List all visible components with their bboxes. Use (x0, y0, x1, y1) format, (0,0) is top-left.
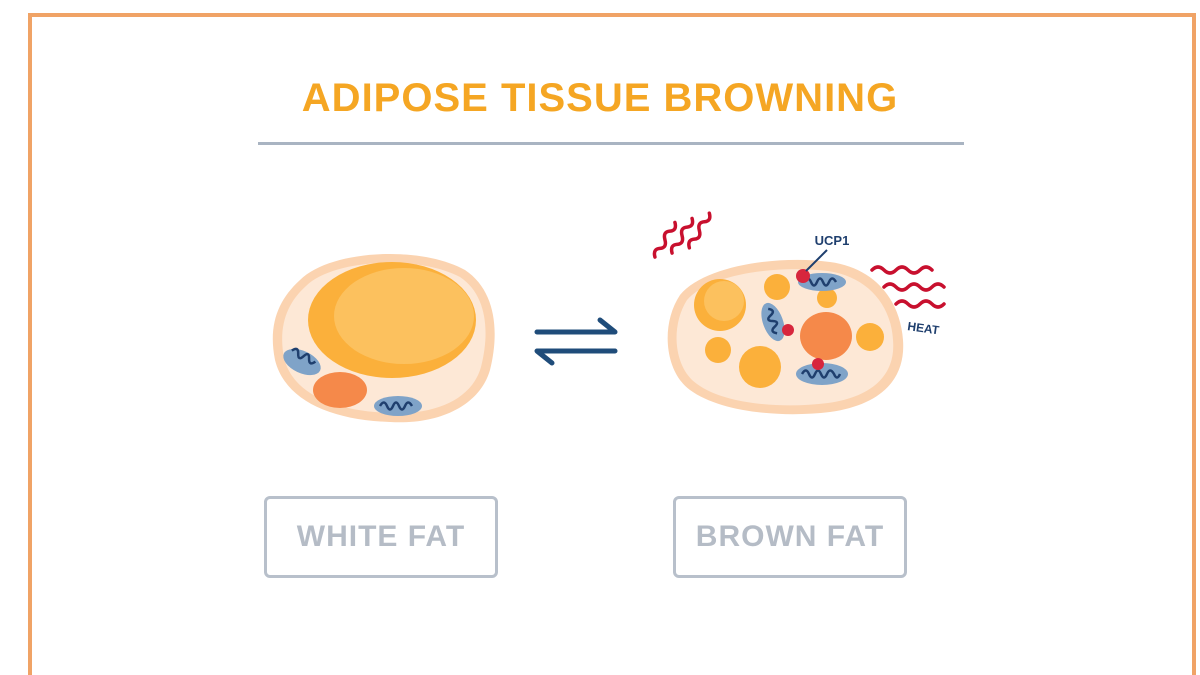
heat-wave-icon (870, 265, 946, 309)
heat-wave-icon (652, 211, 712, 259)
ucp1-callout: UCP1 (805, 233, 850, 272)
white-nucleus (313, 372, 367, 408)
heat-label: HEAT (907, 319, 941, 337)
white-fat-label: WHITE FAT (264, 496, 498, 578)
brown-lipid-droplet (856, 323, 884, 351)
outer-frame (28, 13, 1196, 675)
brown-lipid-highlight (704, 281, 744, 321)
mitochondrion-icon (761, 302, 785, 342)
page-title: ADIPOSE TISSUE BROWNING (301, 76, 899, 120)
title-divider (258, 142, 964, 145)
mitochondrion-icon (796, 363, 848, 385)
ucp1-protein (812, 358, 824, 370)
ucp1-protein (782, 324, 794, 336)
mitochondrion-icon (374, 396, 422, 416)
white-fat-cell (272, 253, 495, 423)
ucp1-label: UCP1 (815, 233, 850, 248)
brown-fat-cell (667, 259, 904, 415)
mitochondrion-icon (283, 347, 321, 376)
mitochondrion-icon (798, 273, 846, 291)
brown-lipid-droplet (739, 346, 781, 388)
brown-lipid-droplet (705, 337, 731, 363)
brown-lipid-droplet (764, 274, 790, 300)
ucp1-protein (796, 269, 810, 283)
brown-fat-label: BROWN FAT (673, 496, 907, 578)
reversible-arrows-icon (534, 317, 618, 366)
brown-lipid-droplet (817, 288, 837, 308)
white-lipid-highlight (334, 268, 474, 364)
brown-nucleus (800, 312, 852, 360)
